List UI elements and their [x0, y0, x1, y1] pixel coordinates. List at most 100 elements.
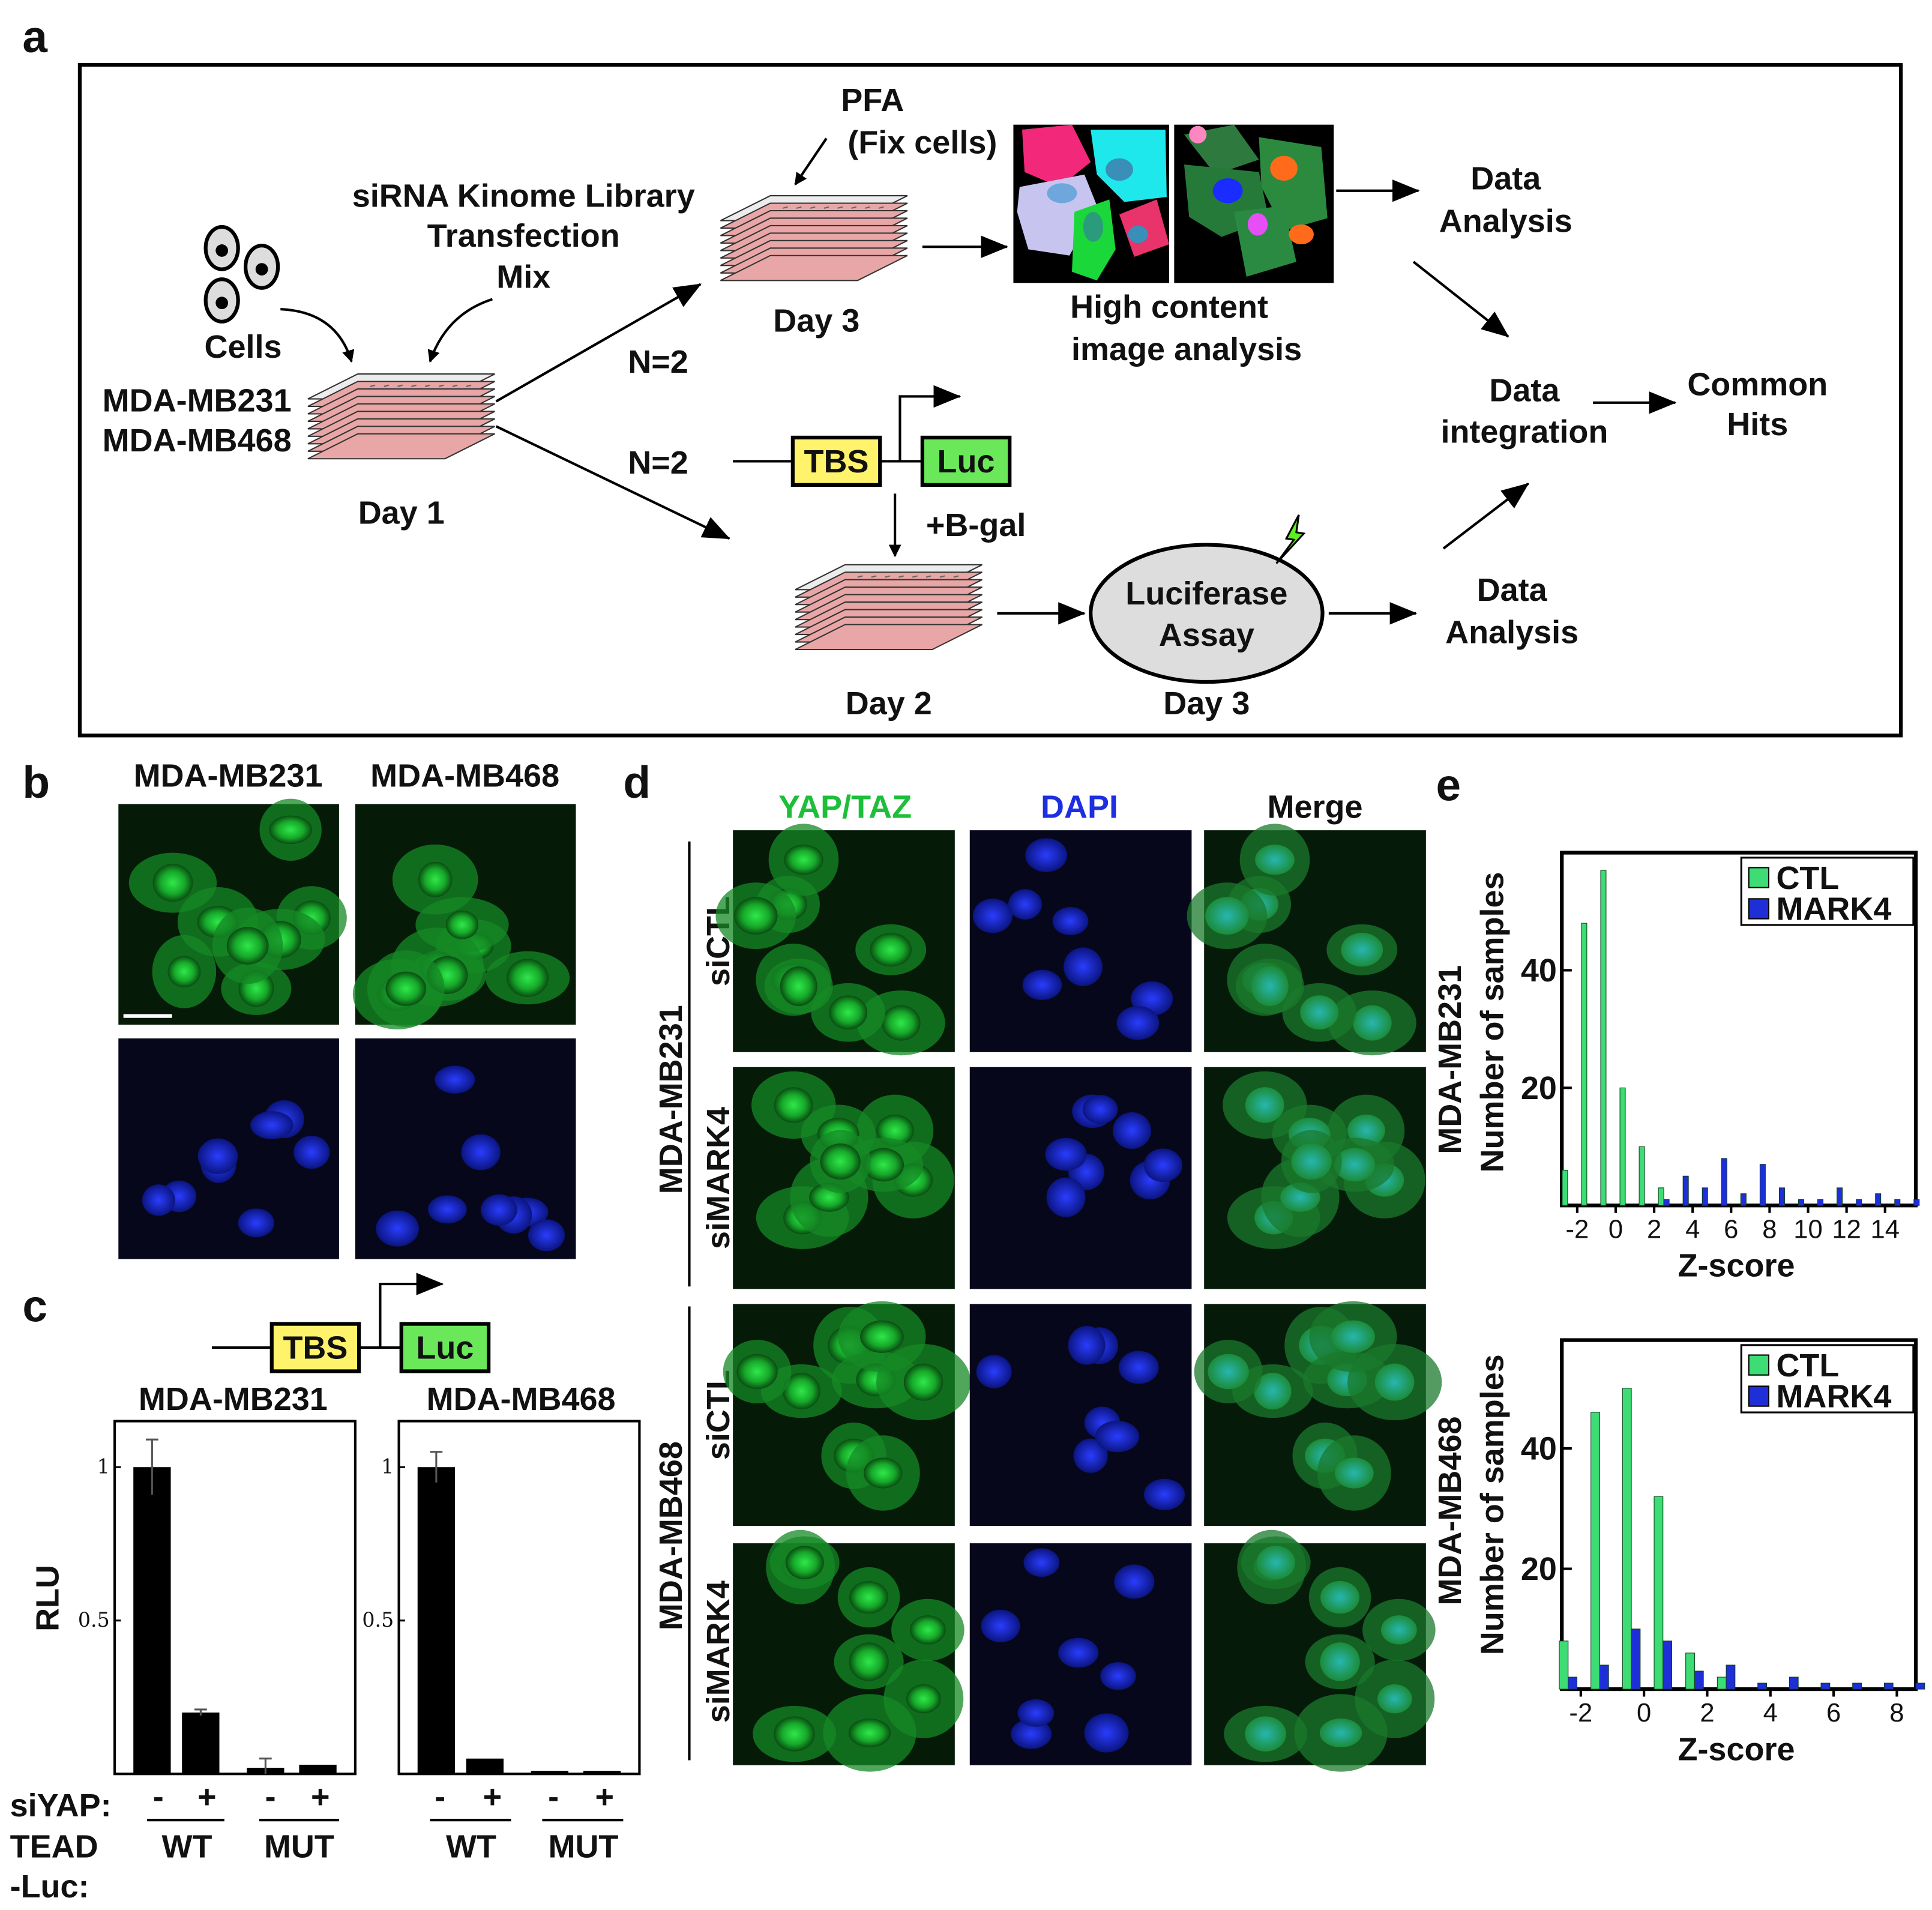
e2-xlabel: Z-score: [1678, 1731, 1795, 1767]
x-tick-label: 8: [1889, 1699, 1904, 1728]
plate-well: [397, 384, 403, 387]
d-row4-label: siMARK4: [700, 1580, 736, 1723]
cell-nucleus: [1208, 1354, 1249, 1390]
bar: [531, 1771, 569, 1774]
d-dapi-row3: [969, 1304, 1192, 1526]
plate-well: [885, 575, 891, 578]
cell-nucleus: [1084, 1713, 1129, 1753]
d-yap-row3: [723, 1301, 971, 1526]
plate-well: [857, 575, 863, 578]
e2-ylabel: Number of samples: [1475, 1354, 1511, 1655]
cell-nucleus: [1052, 907, 1089, 935]
cell-nucleus: [848, 1719, 891, 1747]
y-tick-label: 20: [1521, 1070, 1557, 1106]
bar-ctl: [1562, 1169, 1568, 1206]
cell-nucleus: [1023, 1548, 1060, 1577]
cell-nucleus: [250, 1111, 293, 1139]
bar-mark4: [1915, 1683, 1925, 1690]
panel-a-letter: a: [22, 11, 48, 62]
cell-nucleus: [1116, 1006, 1160, 1040]
cell-nucleus: [863, 1457, 903, 1489]
bar-ctl: [1717, 1677, 1727, 1690]
cell-nucleus: [1100, 1662, 1136, 1690]
cell-nucleus: [226, 927, 269, 965]
x-tick-label: 4: [1763, 1699, 1778, 1728]
cell-nucleus: [1319, 1719, 1362, 1747]
bar-mark4: [1852, 1683, 1862, 1690]
cell-nucleus: [507, 959, 549, 997]
bgal-label: +B-gal: [926, 507, 1026, 543]
panel-c: c TBS Luc MDA-MB231 MDA-MB468 RLU 0.51 0…: [10, 1273, 641, 1905]
e1-ylabel: Number of samples: [1475, 872, 1511, 1172]
segmentation-image-1: [1013, 124, 1170, 283]
bar: [417, 1467, 456, 1774]
cell-nucleus: [1045, 1137, 1087, 1171]
bar-ctl: [1619, 1087, 1626, 1206]
bar: [182, 1713, 220, 1774]
c2-sign-mut-minus: -: [548, 1779, 559, 1815]
bar: [299, 1764, 337, 1774]
c-tbs-label: TBS: [283, 1330, 348, 1366]
d-yap-row1: [715, 824, 955, 1056]
n-bottom: N=2: [628, 445, 688, 481]
x-tick-label: 2: [1647, 1215, 1661, 1244]
cell-nucleus: [859, 1320, 904, 1353]
bar-mark4: [1778, 1187, 1785, 1206]
plate-well: [898, 575, 904, 578]
cell-nucleus: [849, 1580, 889, 1614]
x-tick-label: 8: [1762, 1215, 1777, 1244]
x-tick-label: 0: [1608, 1215, 1623, 1244]
cell-nucleus: [197, 1138, 238, 1174]
bar-mark4: [1820, 1683, 1831, 1690]
bar-mark4: [1798, 1199, 1805, 1206]
arrow-to-day3: [495, 283, 702, 403]
b-yap-mda-mb468: [352, 804, 576, 1029]
luc-box: [920, 435, 1012, 487]
bar-ctl: [1590, 1412, 1600, 1690]
bar-mark4: [1894, 1199, 1901, 1206]
cell-nucleus: [820, 1143, 861, 1180]
bar-ctl: [1685, 1652, 1695, 1690]
cells-icon: [203, 224, 280, 324]
c1-sign-wt-plus: +: [197, 1779, 217, 1815]
cell-nucleus: [906, 1684, 941, 1714]
panel-a: a Cells MDA-MB231 MDA-MB468 siRNA Kinome…: [22, 11, 1903, 738]
bar-mark4: [1856, 1199, 1862, 1206]
legend-box: [1740, 1344, 1915, 1414]
d-merge-row3: [1194, 1301, 1442, 1526]
bar-ctl: [1658, 1187, 1664, 1206]
integration-1: Data: [1489, 373, 1560, 409]
c2-sign-wt-plus: +: [483, 1779, 502, 1815]
plate-well: [782, 206, 788, 209]
hc-line-2: image analysis: [1071, 331, 1302, 367]
hits-2: Hits: [1727, 406, 1788, 442]
plate-well: [851, 206, 857, 209]
cell-nucleus: [1251, 966, 1289, 1007]
chart-frame: [1560, 851, 1918, 1208]
panel-b-images: [118, 798, 576, 1259]
cell-nucleus: [376, 1210, 419, 1247]
cell-nucleus: [1334, 1148, 1376, 1182]
plate-well: [871, 575, 877, 578]
d-dapi-row4: [969, 1543, 1192, 1765]
plate-well: [925, 575, 931, 578]
plate-well: [438, 384, 444, 387]
bar-ctl: [1622, 1388, 1632, 1690]
panel-b-col1: MDA-MB231: [134, 758, 323, 794]
bar: [466, 1758, 504, 1774]
cell-nucleus: [972, 899, 1013, 933]
panel-e: e MDA-MB231 Number of samples MDA-MB468 …: [1432, 759, 1925, 1767]
cell-nucleus: [1022, 969, 1062, 1000]
c-title-1: MDA-MB231: [139, 1381, 328, 1417]
bar-mark4: [1759, 1164, 1766, 1206]
bar-mark4: [1568, 1677, 1578, 1690]
bar-mark4: [1757, 1683, 1767, 1690]
panel-b-letter: b: [22, 757, 50, 807]
e2-ylabel-cell: MDA-MB468: [1432, 1417, 1468, 1606]
cell-nucleus: [1320, 1642, 1360, 1681]
rlu-chart-mda-mb231: 0.51: [78, 1420, 357, 1776]
c-luc-box: [399, 1322, 491, 1373]
day3-top-label: Day 3: [773, 303, 859, 339]
